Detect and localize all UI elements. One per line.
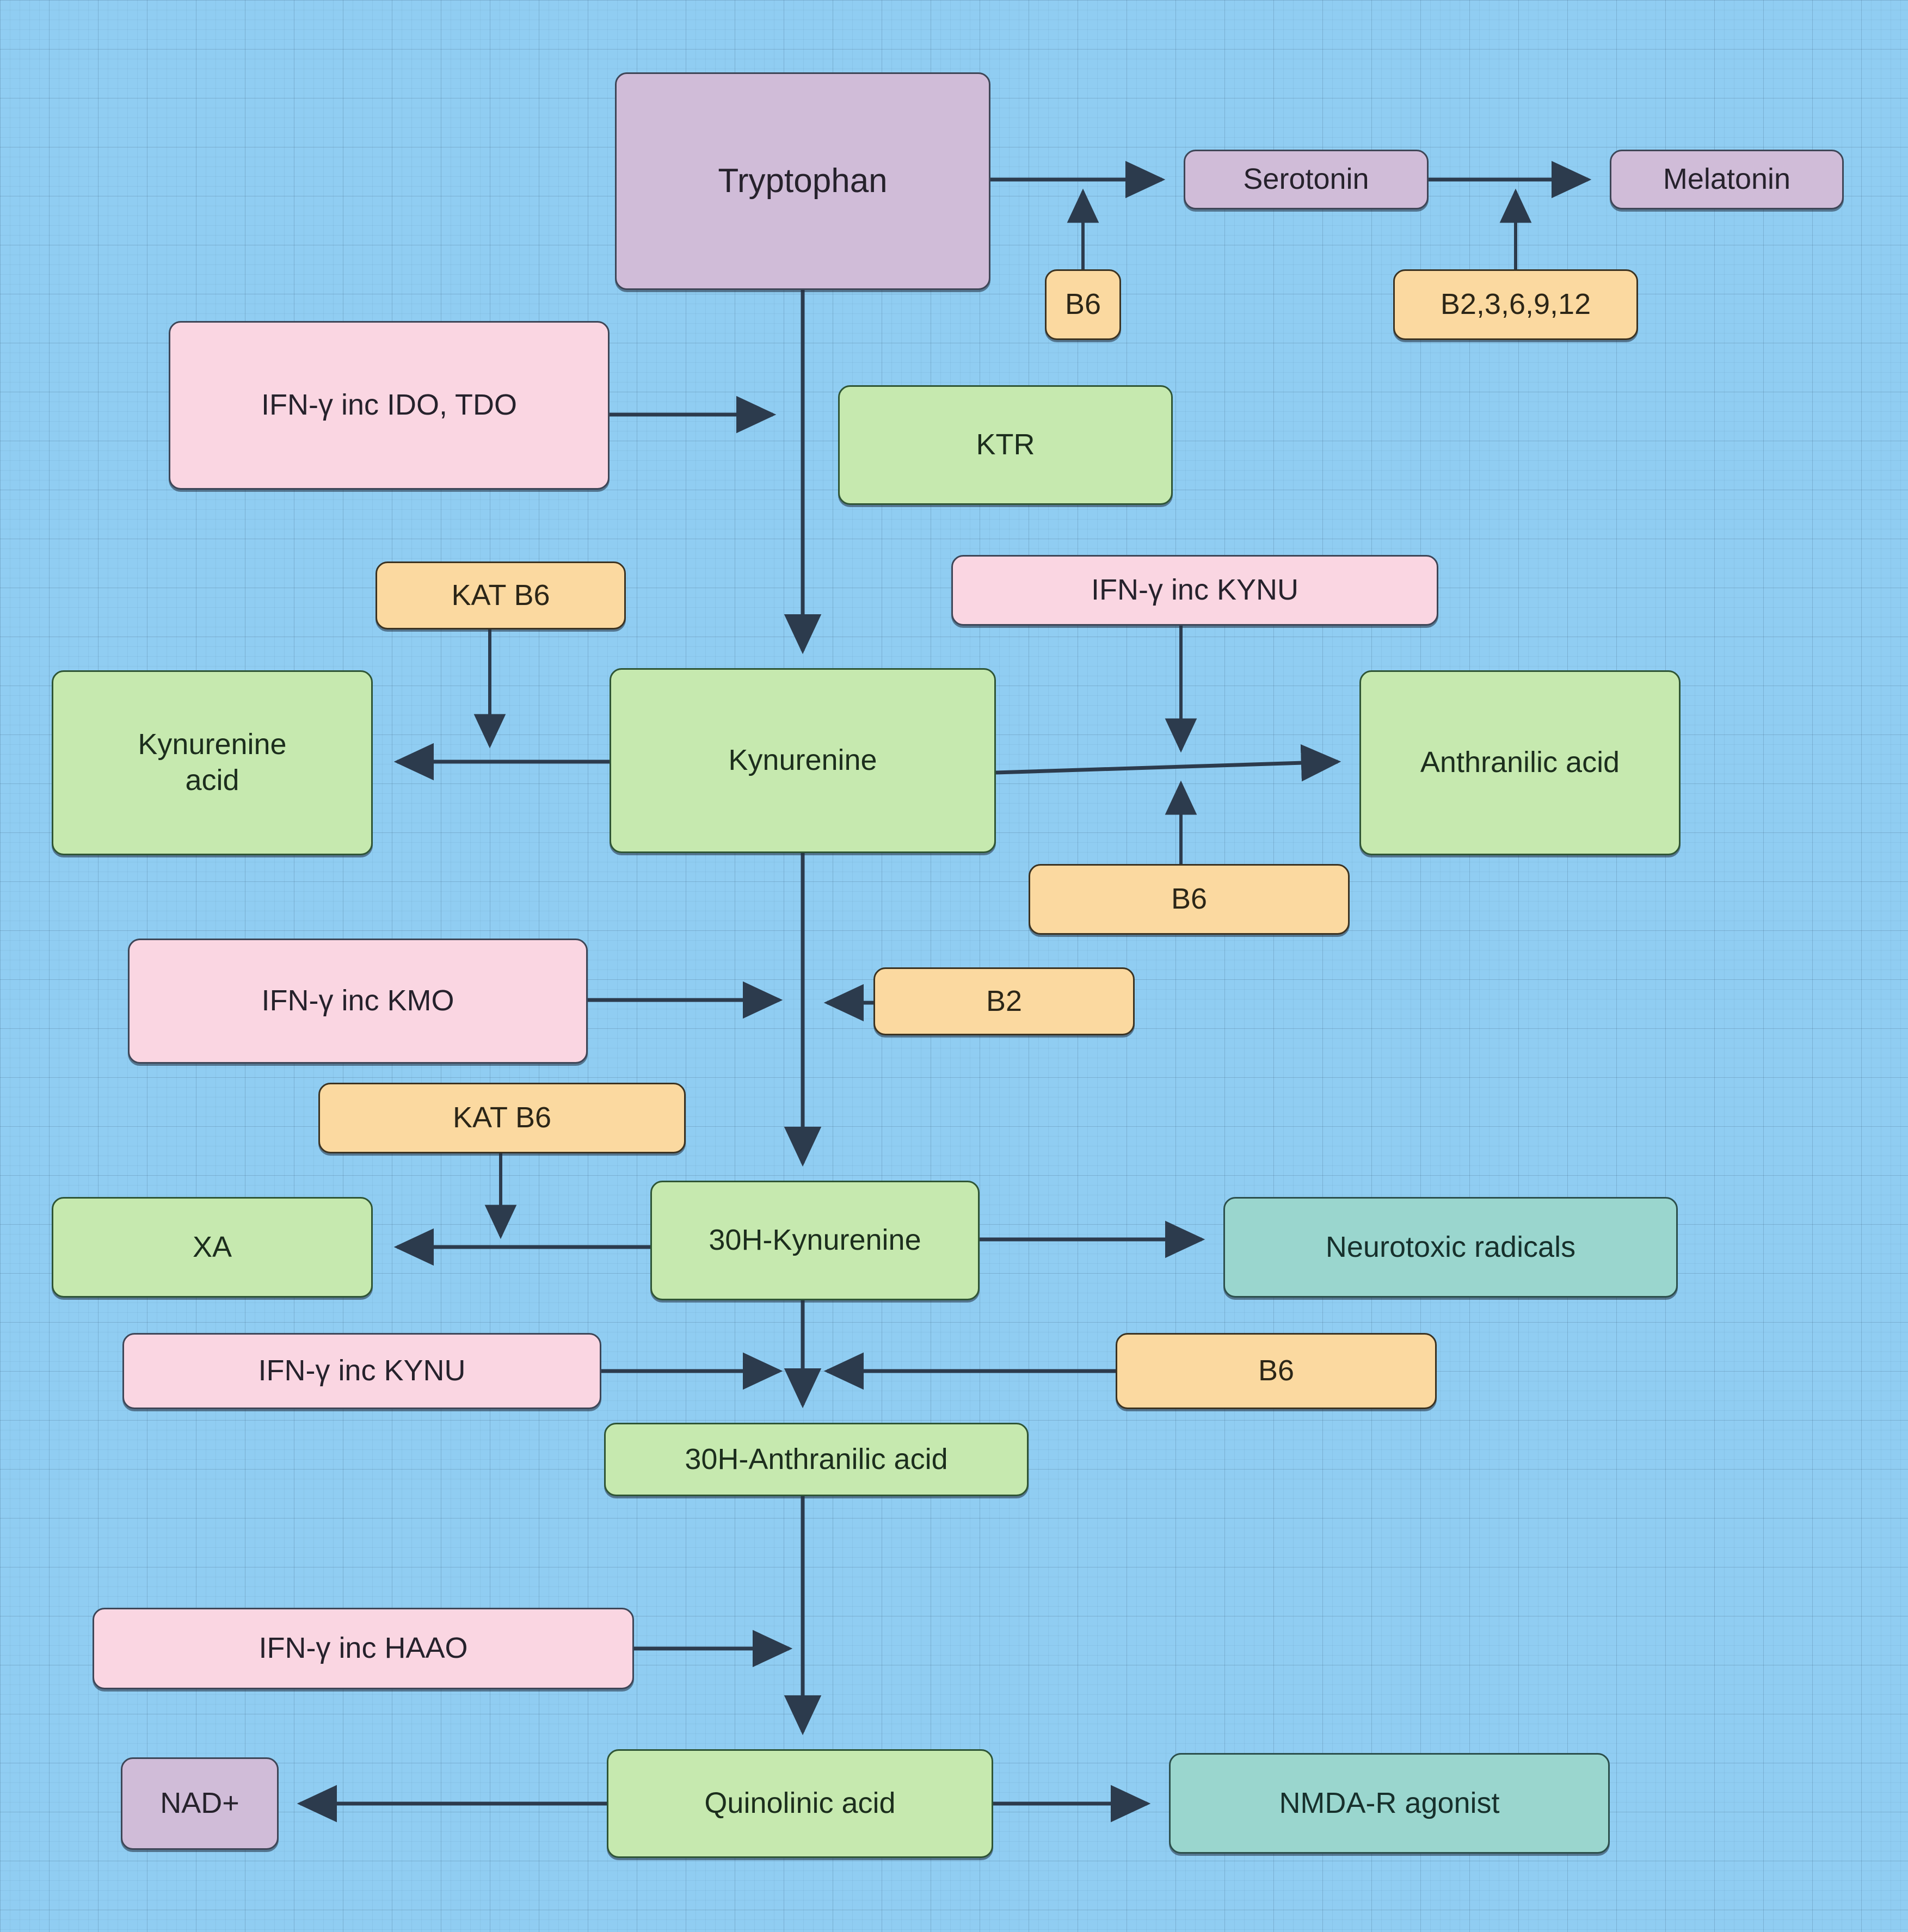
- node-30h-anthranilic-acid[interactable]: 30H-Anthranilic acid: [604, 1423, 1029, 1496]
- node-b6-serotonin[interactable]: B6: [1045, 269, 1121, 340]
- edge-kynurenine-to-anthranilic: [995, 744, 1341, 782]
- node-anthranilic-acid[interactable]: Anthranilic acid: [1359, 670, 1681, 855]
- node-nad-plus[interactable]: NAD+: [121, 1757, 279, 1850]
- node-b-vitamins-melatonin[interactable]: B2,3,6,9,12: [1393, 269, 1638, 340]
- node-melatonin[interactable]: Melatonin: [1610, 150, 1844, 209]
- node-b2-kmo[interactable]: B2: [873, 967, 1135, 1035]
- node-kynurenine[interactable]: Kynurenine: [610, 668, 996, 853]
- node-neurotoxic-radicals[interactable]: Neurotoxic radicals: [1223, 1197, 1678, 1298]
- node-kat-b6-lower[interactable]: KAT B6: [318, 1083, 686, 1153]
- node-ktr[interactable]: KTR: [838, 385, 1173, 505]
- node-serotonin[interactable]: Serotonin: [1184, 150, 1429, 209]
- node-tryptophan[interactable]: Tryptophan: [615, 72, 990, 290]
- node-ifn-inc-haao[interactable]: IFN-γ inc HAAO: [93, 1608, 634, 1689]
- node-nmda-r-agonist[interactable]: NMDA-R agonist: [1169, 1753, 1610, 1854]
- node-ifn-inc-kynu-lower[interactable]: IFN-γ inc KYNU: [122, 1333, 601, 1409]
- node-30h-kynurenine[interactable]: 30H-Kynurenine: [650, 1181, 980, 1300]
- node-ifn-inc-kynu-upper[interactable]: IFN-γ inc KYNU: [951, 555, 1438, 626]
- node-quinolinic-acid[interactable]: Quinolinic acid: [607, 1749, 993, 1858]
- node-ifn-inc-kmo[interactable]: IFN-γ inc KMO: [128, 939, 588, 1064]
- node-kynurenine-acid[interactable]: Kynurenine acid: [52, 670, 373, 855]
- node-kat-b6-upper[interactable]: KAT B6: [376, 561, 626, 629]
- node-b6-kynu-lower[interactable]: B6: [1116, 1333, 1437, 1409]
- node-b6-anthranilic[interactable]: B6: [1029, 864, 1350, 935]
- node-ifn-inc-ido-tdo[interactable]: IFN-γ inc IDO, TDO: [169, 321, 610, 490]
- node-xa[interactable]: XA: [52, 1197, 373, 1298]
